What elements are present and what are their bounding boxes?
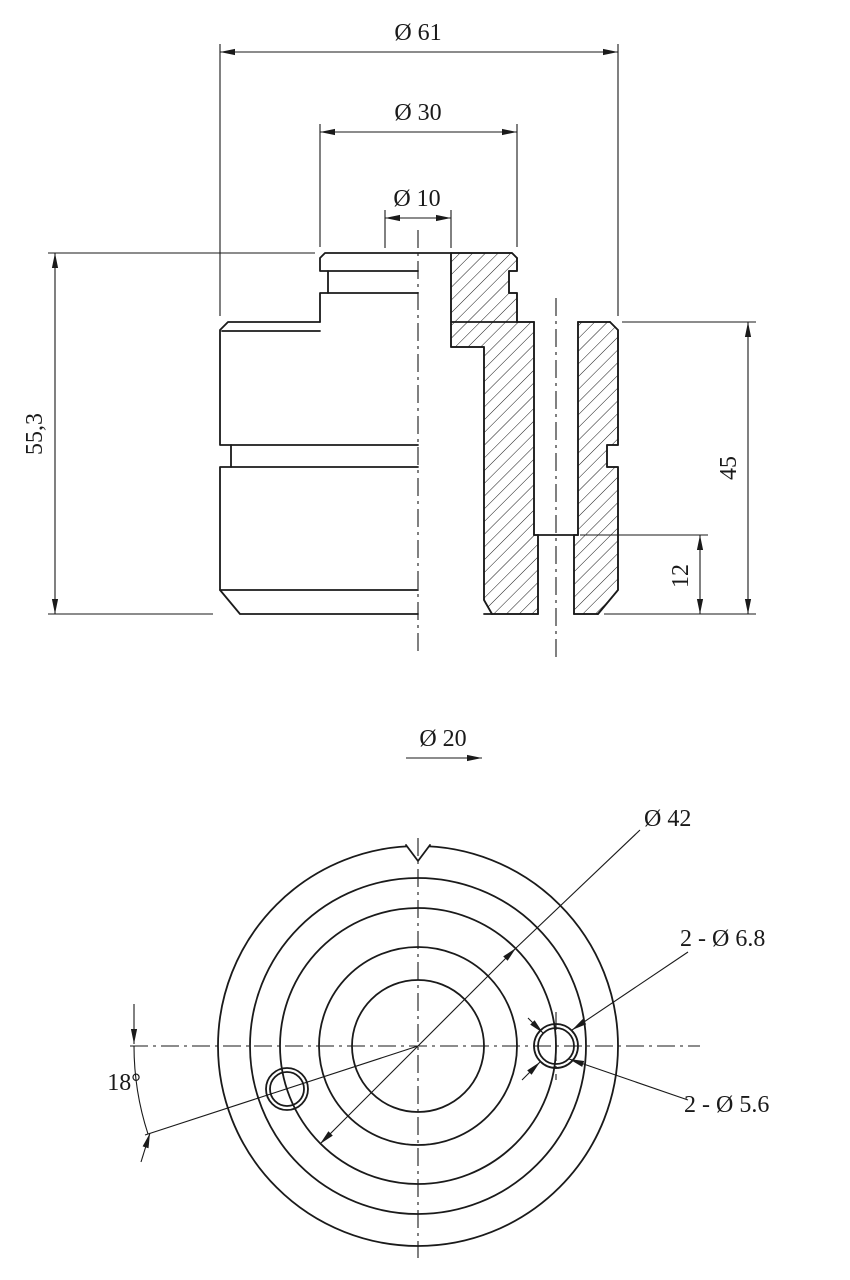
- hole-counterbore-circle: [265, 1067, 309, 1111]
- section-view: Ø 61 Ø 30 Ø 10 55,3 45: [22, 20, 756, 658]
- dimension-holes-56: 2 - Ø 5.6: [527, 1017, 769, 1118]
- dimension-holes-68: 2 - Ø 6.8: [521, 926, 765, 1081]
- bolt-hole-left: [265, 1067, 309, 1111]
- dimension-body-height: 45: [604, 321, 756, 615]
- hatch-body-inner-wall: [450, 321, 539, 615]
- dim-body-height-label: 45: [716, 456, 742, 480]
- holes68-opposite-arrow: [521, 1061, 541, 1081]
- bore-profile: [450, 252, 493, 615]
- dim-hole-depth-label: 12: [668, 564, 694, 588]
- part-outline: [219, 252, 619, 615]
- dia42-diameter-line: [319, 947, 517, 1145]
- dim-dia10-label: Ø 10: [393, 186, 440, 212]
- dimension-dia30: Ø 30: [319, 100, 518, 247]
- label-dia20: Ø 20: [406, 726, 482, 762]
- hole-through-circle: [269, 1071, 305, 1107]
- dimension-dia61: Ø 61: [219, 20, 619, 316]
- dimension-dia42: Ø 42: [319, 806, 691, 1145]
- dim-dia42-label: Ø 42: [644, 806, 691, 832]
- dim-dia30-label: Ø 30: [394, 100, 441, 126]
- holes56-leader: [568, 1058, 689, 1101]
- hatch-top-cylinder-wall: [450, 252, 518, 323]
- top-cylinder-right-wall: [508, 257, 518, 323]
- dim-holes56-label: 2 - Ø 5.6: [684, 1092, 769, 1118]
- dim-dia61-label: Ø 61: [394, 20, 441, 46]
- holes68-leader: [571, 951, 689, 1031]
- dim-holes68-label: 2 - Ø 6.8: [680, 926, 765, 952]
- angle-arc: [133, 1045, 149, 1135]
- dim-angle-label: 18°: [107, 1070, 141, 1096]
- front-center-lines: [130, 838, 700, 1258]
- top-cylinder-left-profile: [319, 252, 518, 323]
- dimension-total-height: 55,3: [22, 252, 315, 615]
- holes56-opposite-arrow: [527, 1017, 544, 1034]
- hatch-body-outer-wall: [573, 321, 619, 615]
- dimension-dia10: Ø 10: [384, 186, 452, 248]
- dimension-hole-depth: 12: [580, 534, 708, 614]
- dimension-angle18: 18°: [107, 1004, 419, 1163]
- angle-arrow-bottom: [140, 1132, 151, 1163]
- dim-total-height-label: 55,3: [22, 413, 48, 455]
- front-view: Ø 20: [107, 726, 769, 1258]
- section-hatching: [450, 252, 619, 615]
- body-right-profile: [597, 321, 619, 615]
- dia42-leader: [515, 829, 641, 949]
- bolt-hole-right: [533, 1012, 579, 1080]
- body-left-profile: [219, 321, 419, 615]
- section-center-lines: [417, 230, 557, 658]
- dim-dia20-label: Ø 20: [419, 726, 466, 752]
